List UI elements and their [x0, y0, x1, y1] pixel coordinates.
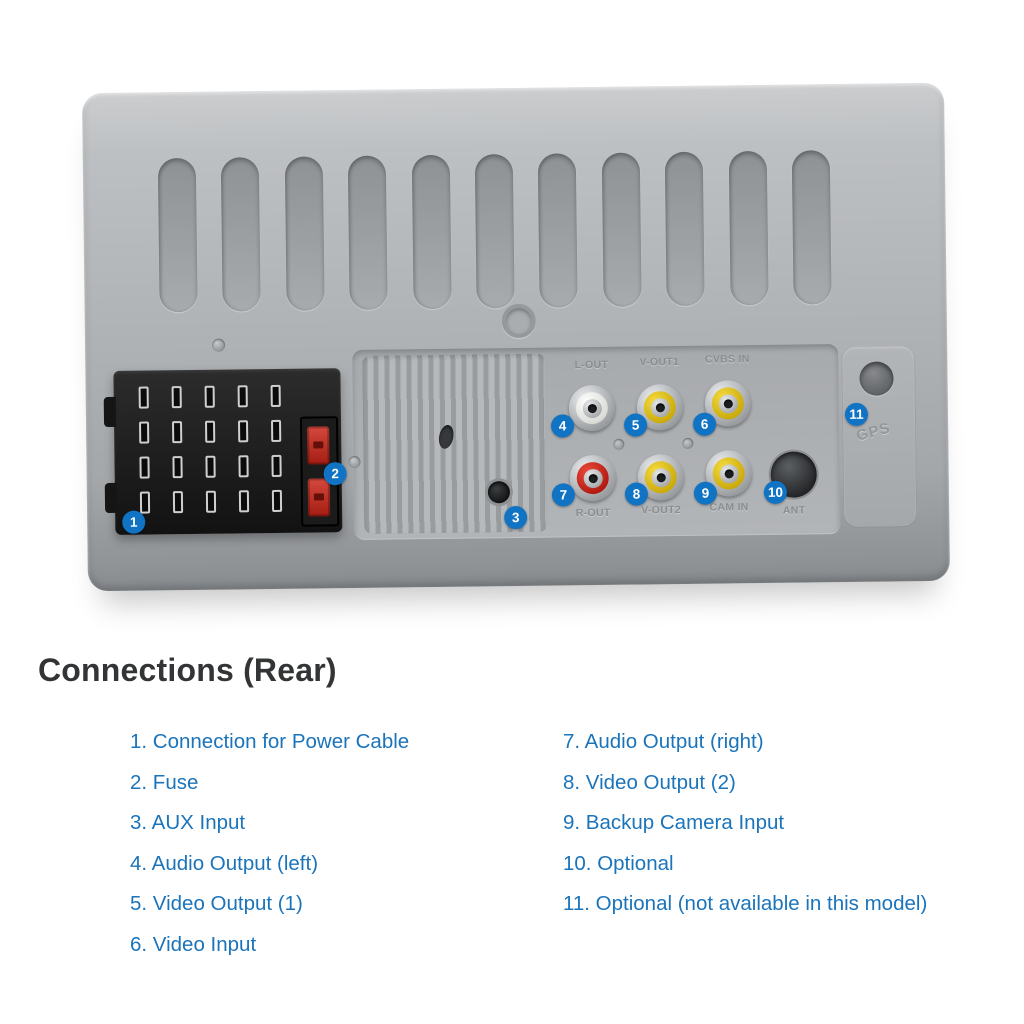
legend-item-9: 9. Backup Camera Input: [563, 811, 785, 834]
legend-item-6: 6. Video Input: [130, 932, 257, 956]
vent-slot: [411, 154, 452, 310]
callout-3: 3: [504, 505, 528, 530]
rca-metal-ring: [718, 393, 738, 414]
panel-screw: [682, 437, 694, 449]
rca-yellow-ring: [643, 391, 677, 424]
aux-port: [487, 481, 511, 504]
vent-slot: [728, 150, 769, 306]
rca-hole: [656, 472, 666, 482]
callout-11: 11: [844, 402, 869, 426]
connector-tab: [104, 482, 118, 514]
connector-pin: [139, 421, 150, 444]
fuse-contact: [313, 441, 324, 449]
vent-slot: [538, 153, 578, 308]
connector-pin: [139, 491, 151, 514]
port-label-ant: ANT: [782, 504, 806, 517]
connector-pin: [204, 385, 215, 408]
connector-pin: [172, 456, 183, 479]
port-label-v-out1: V-OUT1: [639, 356, 680, 369]
center-screw-hole: [501, 303, 537, 339]
rca-hole: [724, 468, 734, 478]
rca-red-ring: [576, 461, 609, 495]
rca-yellow-ring: [711, 387, 745, 420]
rca-white-ring: [575, 391, 609, 425]
stereo-rear-panel: L-OUT V-OUT1 CVBS IN R-OUT V-OUT2 CAM IN…: [81, 82, 951, 592]
legend-item-1: 1. Connection for Power Cable: [130, 730, 410, 753]
recess-screw: [348, 455, 361, 469]
connector-pin: [172, 421, 183, 444]
vent-slots: [157, 150, 832, 313]
connector-pin: [270, 419, 282, 442]
fuse: [307, 478, 331, 517]
connector-pin: [172, 491, 184, 514]
vent-slot: [157, 157, 198, 313]
callout-9: 9: [693, 481, 718, 505]
vent-slot: [474, 154, 515, 309]
rca-metal-ring: [583, 468, 603, 488]
vent-slot: [221, 157, 262, 312]
connector-pin: [271, 454, 282, 477]
rca-metal-ring: [719, 463, 739, 484]
legend-left-column: 1. Connection for Power Cable 2. Fuse 3.…: [130, 722, 409, 965]
connector-pin: [205, 420, 216, 443]
gps-port: [859, 361, 894, 396]
power-connector: [103, 368, 343, 535]
connector-pin: [237, 420, 249, 443]
connector-pin: [171, 386, 182, 409]
connector-tab: [103, 396, 117, 428]
legend-item-3: 3. AUX Input: [130, 811, 246, 834]
callout-8: 8: [624, 482, 649, 506]
fuse-contact: [313, 493, 324, 501]
rca-metal-ring: [582, 398, 602, 418]
connector-pin: [238, 455, 249, 478]
rca-hole: [588, 473, 598, 483]
connector-pin-grid: [138, 384, 283, 514]
connector-pin: [205, 455, 216, 478]
connector-pin: [205, 490, 217, 513]
gps-panel: GPS: [841, 345, 918, 529]
vent-slot: [664, 151, 705, 307]
fuse: [307, 426, 330, 465]
vent-slot: [284, 156, 325, 311]
connector-pin: [238, 490, 250, 513]
port-label-r-out: R-OUT: [575, 506, 611, 520]
legend-item-4: 4. Audio Output (left): [130, 851, 319, 875]
rca-hole: [723, 398, 733, 408]
connector-pin: [139, 456, 150, 479]
vent-slot: [791, 150, 832, 305]
rca-metal-ring: [651, 467, 671, 487]
rca-hole: [587, 403, 597, 413]
rca-yellow-ring: [644, 461, 677, 494]
callout-5: 5: [623, 413, 648, 437]
legend-item-7: 7. Audio Output (right): [563, 730, 764, 753]
legend-right-column: 7. Audio Output (right) 8. Video Output …: [563, 722, 927, 925]
legend-item-5: 5. Video Output (1): [130, 892, 303, 915]
vent-slot: [347, 155, 388, 311]
connector-pin: [138, 386, 149, 409]
connector-pin: [271, 489, 283, 512]
connector-pin: [270, 384, 281, 408]
page-title: Connections (Rear): [38, 652, 337, 688]
vent-slot: [601, 152, 642, 307]
legend-item-8: 8. Video Output (2): [563, 770, 736, 794]
panel-screw: [613, 438, 625, 450]
connector-pin: [237, 385, 248, 408]
rca-metal-ring: [650, 397, 670, 417]
legend-item-11: 11. Optional (not available in this mode…: [563, 892, 928, 915]
left-screw: [211, 338, 226, 352]
callout-1: 1: [122, 510, 146, 534]
port-label-l-out: L-OUT: [574, 358, 609, 372]
callout-2: 2: [323, 462, 347, 486]
rca-yellow-ring: [712, 457, 745, 490]
legend-item-2: 2. Fuse: [130, 770, 199, 794]
port-label-v-out2: V-OUT2: [641, 503, 682, 517]
rca-hole: [655, 402, 665, 412]
callout-6: 6: [692, 412, 717, 436]
port-label-cvbs-in: CVBS IN: [704, 353, 750, 366]
legend-item-10: 10. Optional: [563, 851, 674, 875]
